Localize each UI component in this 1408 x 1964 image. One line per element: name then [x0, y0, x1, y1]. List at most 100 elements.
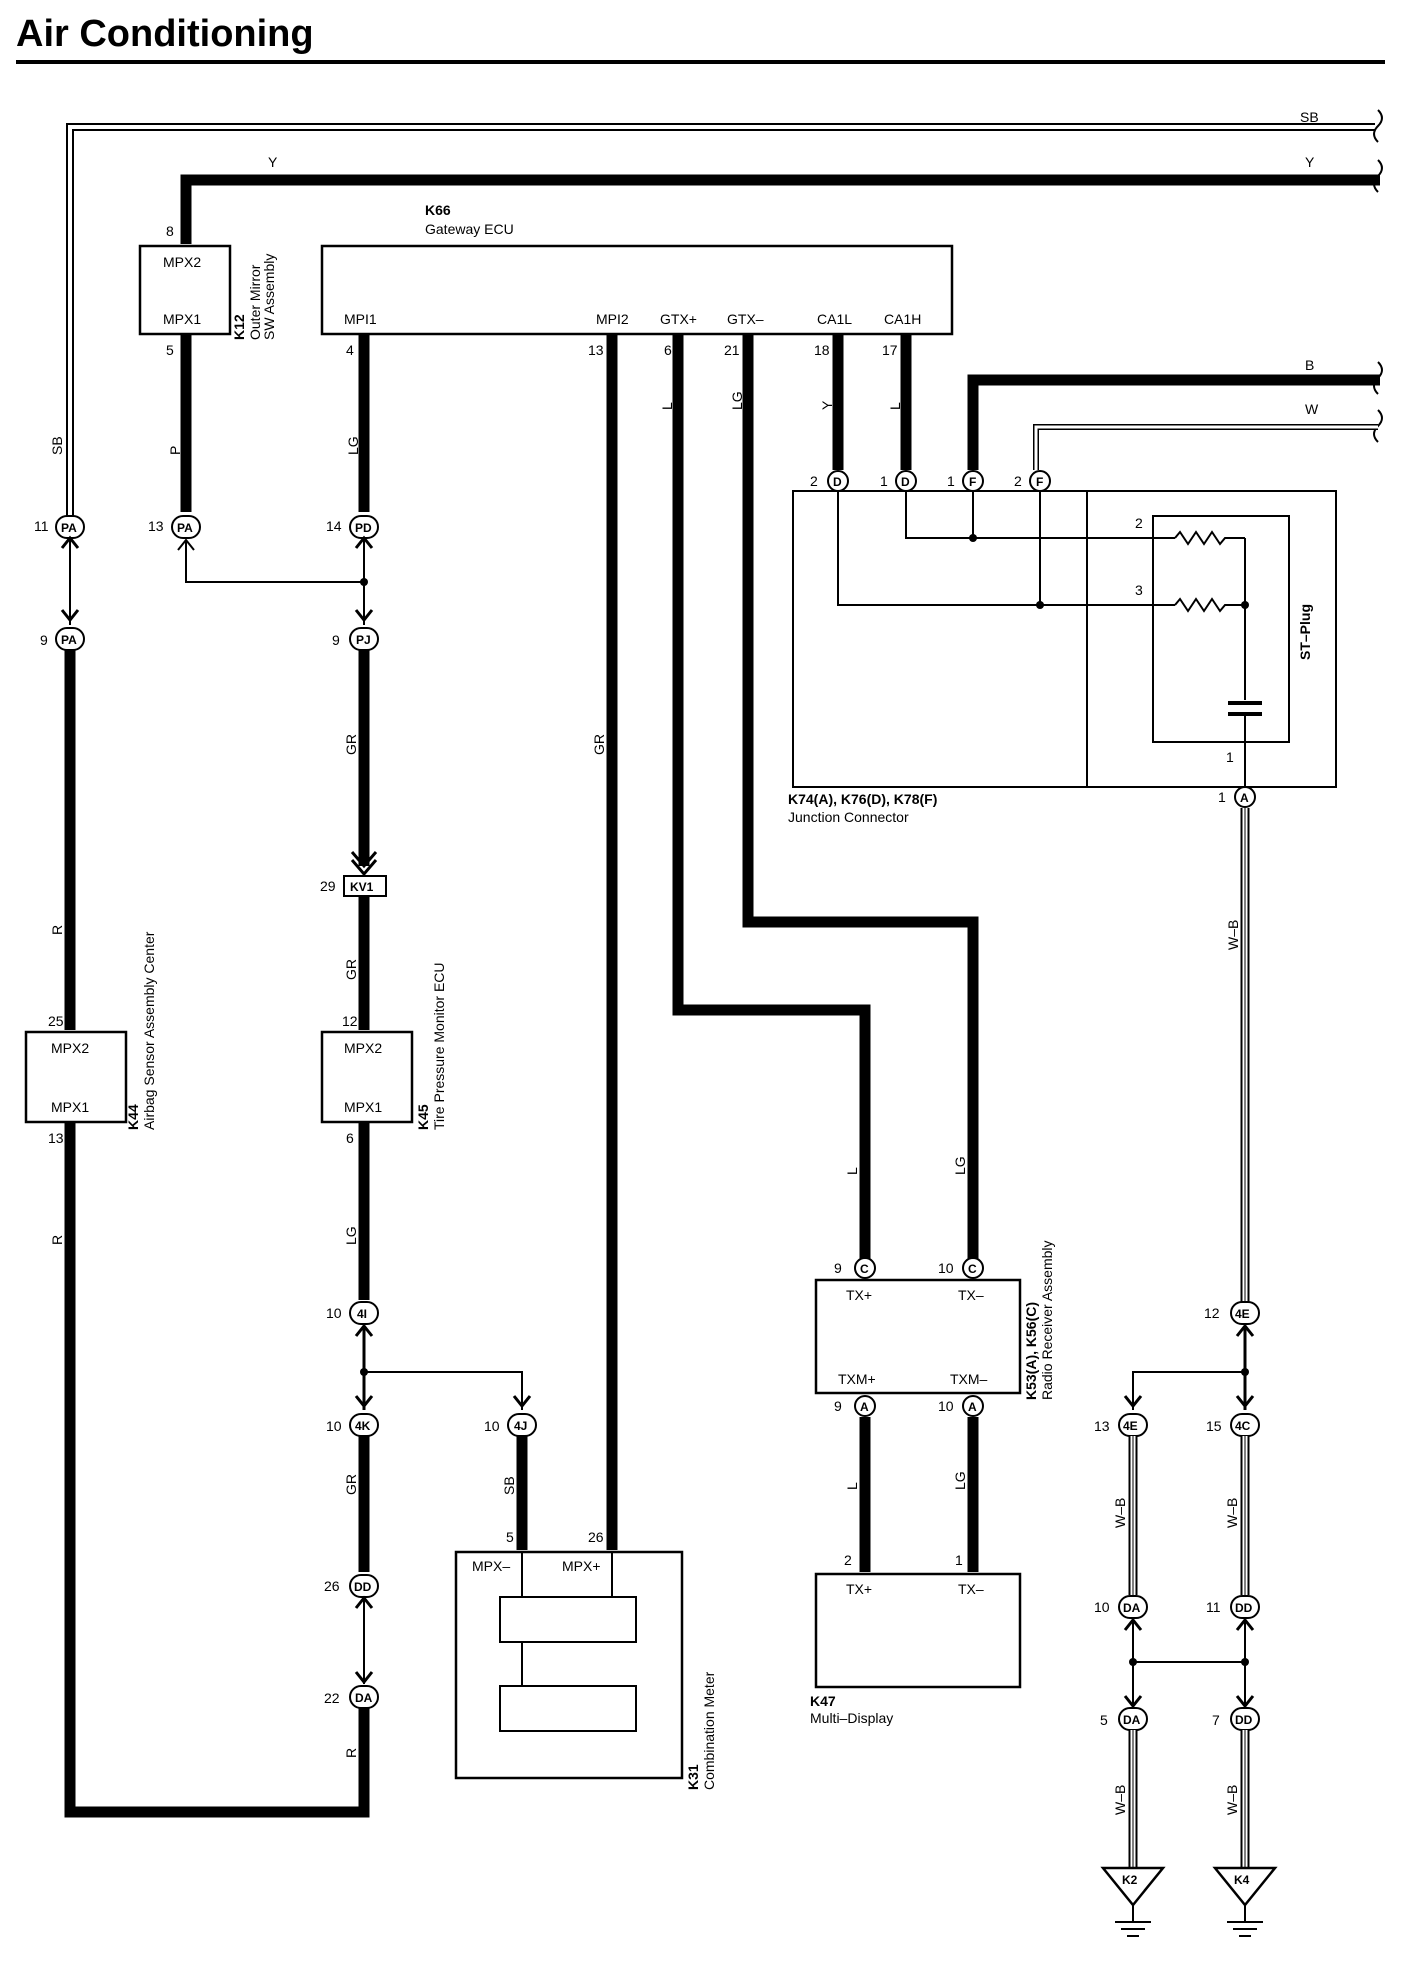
arrow-down-4c	[1235, 1395, 1255, 1409]
wire-label-lg-3: LG	[952, 1156, 968, 1175]
pin-11-dd: 11	[1206, 1599, 1221, 1615]
wire-gtxp-l: 6 L L	[659, 334, 871, 1265]
pin-8: 8	[166, 223, 174, 239]
pin-9-pa: 9	[40, 632, 48, 648]
wire-label-lg-4: LG	[343, 1226, 359, 1245]
wire-label-sb-top: SB	[1300, 109, 1319, 125]
plug-pin-1: 1	[1226, 749, 1234, 765]
wire-label-y-top: Y	[1305, 154, 1315, 170]
plug-pin-3: 3	[1135, 582, 1143, 598]
conn-4k-10: 10 4K	[326, 1413, 379, 1437]
conn-4e-12: 12 4E	[1204, 1301, 1260, 1325]
arrow-up-pa	[60, 535, 80, 549]
wire-label-wb-2: W–B	[1112, 1498, 1128, 1528]
radio-pin-txmm: TXM–	[950, 1371, 988, 1387]
k47-name: Multi–Display	[810, 1710, 893, 1726]
pin-2-d: 2	[810, 473, 818, 489]
wire-wb-ground-upper: W–B W–B	[1112, 1436, 1250, 1595]
arrow-down-pa	[60, 609, 80, 623]
k45-name: Tire Pressure Monitor ECU	[431, 962, 447, 1130]
conn-4k-label: 4K	[355, 1419, 371, 1433]
ground-k2: K2	[1100, 1866, 1166, 1937]
conn-c-label-2: C	[968, 1262, 977, 1276]
wire-wb-ground-lower: W–B W–B	[1112, 1730, 1250, 1868]
wire-label-r-1: R	[49, 925, 65, 935]
wire-label-gr-1: GR	[343, 734, 359, 755]
wire-label-lg-5: LG	[952, 1471, 968, 1490]
wire-label-y-top-left: Y	[268, 154, 278, 170]
pin-10-a: 10	[938, 1398, 954, 1414]
conn-dd-11: 11 DD	[1206, 1595, 1260, 1619]
wire-r-bottom: 13 R R	[48, 1122, 370, 1818]
arrow-down-da	[354, 1671, 374, 1685]
k45-pin-mpx2: MPX2	[344, 1040, 382, 1056]
k66-name: Gateway ECU	[425, 221, 514, 237]
conn-pa-9: 9 PA	[40, 627, 85, 651]
k66-pin-ca1l: CA1L	[817, 311, 852, 327]
k31-pin-mpxp: MPX+	[562, 1558, 601, 1574]
pin-25-k31: 26	[588, 1529, 604, 1545]
conn-4j-10: 10 4J	[484, 1413, 537, 1437]
arrow-down-4e2	[1123, 1395, 1143, 1409]
ground-k4: K4	[1212, 1866, 1278, 1937]
k12-id: K12	[231, 314, 247, 340]
k12-name1: Outer Mirror	[247, 264, 263, 340]
pin-13-mpi2: 13	[588, 342, 604, 358]
wire-label-wb-5: W–B	[1224, 1785, 1240, 1815]
arrow-down-dd7	[1235, 1695, 1255, 1709]
conn-da-5: 5 DA	[1100, 1707, 1148, 1731]
conn-4i-label: 4I	[357, 1307, 367, 1321]
wire-label-gr-2: GR	[343, 959, 359, 980]
junction-id: K74(A), K76(D), K78(F)	[788, 791, 937, 807]
conn-pd-label: PD	[355, 521, 372, 535]
wire-mpi1-lg: 4 LG	[345, 334, 370, 512]
wire-gtxm-lg: 21 LG LG	[724, 334, 979, 1265]
conn-4e-label-1: 4E	[1235, 1307, 1250, 1321]
k66-pin-mpi2: MPI2	[596, 311, 629, 327]
conn-pa-11: 11 PA	[34, 515, 85, 539]
wire-sb-4j-k31: SB 5 26	[501, 1436, 604, 1550]
wire-mpi2-gr: 13 GR	[588, 334, 618, 1550]
arrow-up-4e	[1235, 1323, 1255, 1337]
splice-pd	[360, 578, 368, 586]
conn-a-junction: A	[1240, 791, 1249, 805]
pin-29-dd: 26	[324, 1578, 340, 1594]
conn-4j-label: 4J	[514, 1419, 527, 1433]
pin-6-k45: 6	[346, 1130, 354, 1146]
conn-pd-14: 14 PD	[326, 515, 379, 539]
junction-top-connectors: D 2 D 1 F 1 F 2 A 1	[810, 470, 1256, 808]
junction-name: Junction Connector	[788, 809, 909, 825]
pin-13-k44: 13	[48, 1130, 64, 1146]
pin-1-a: 1	[1218, 789, 1226, 805]
pin-1-k47: 1	[955, 1552, 963, 1568]
k31-id: K31	[685, 1764, 701, 1790]
conn-da-21: 22 DA	[324, 1685, 379, 1709]
conn-da-label-3: DA	[1123, 1713, 1141, 1727]
arrow-down-4k	[354, 1395, 374, 1409]
k31-name: Combination Meter	[701, 1671, 717, 1790]
component-k47: TX+ TX– K47 Multi–Display	[810, 1572, 1022, 1726]
ground-k2-label: K2	[1122, 1873, 1138, 1887]
radio-name: Radio Receiver Assembly	[1039, 1240, 1055, 1400]
conn-pa-label-2: PA	[61, 633, 77, 647]
pin-21-da: 22	[324, 1690, 340, 1706]
k66-pin-gtxp: GTX+	[660, 311, 697, 327]
conn-pa-label-1: PA	[61, 521, 77, 535]
wire-ca1l-y: 18 Y	[814, 334, 844, 470]
conn-d-1: D	[833, 475, 842, 489]
component-k31: MPX– MPX+ K31 Combination Meter	[454, 1550, 717, 1790]
pin-26-kv1: 29	[320, 878, 336, 894]
wire-radio-k47: L LG 2 1	[844, 1417, 979, 1572]
link-4i-4j	[364, 1371, 523, 1410]
arrow-up-4i	[354, 1323, 374, 1337]
k44-id: K44	[125, 1104, 141, 1130]
conn-dd-29: 26 DD	[324, 1574, 379, 1598]
wire-label-b: B	[1305, 357, 1314, 373]
k47-pin-txp: TX+	[846, 1581, 872, 1597]
pin-14-pd: 14	[326, 518, 342, 534]
conn-f-1: F	[969, 475, 976, 489]
k66-pin-gtxm: GTX–	[727, 311, 764, 327]
wire-label-r-2: R	[49, 1235, 65, 1245]
conn-pa-label-3: PA	[177, 521, 193, 535]
wire-gr-pj-kv1: GR	[343, 650, 378, 877]
